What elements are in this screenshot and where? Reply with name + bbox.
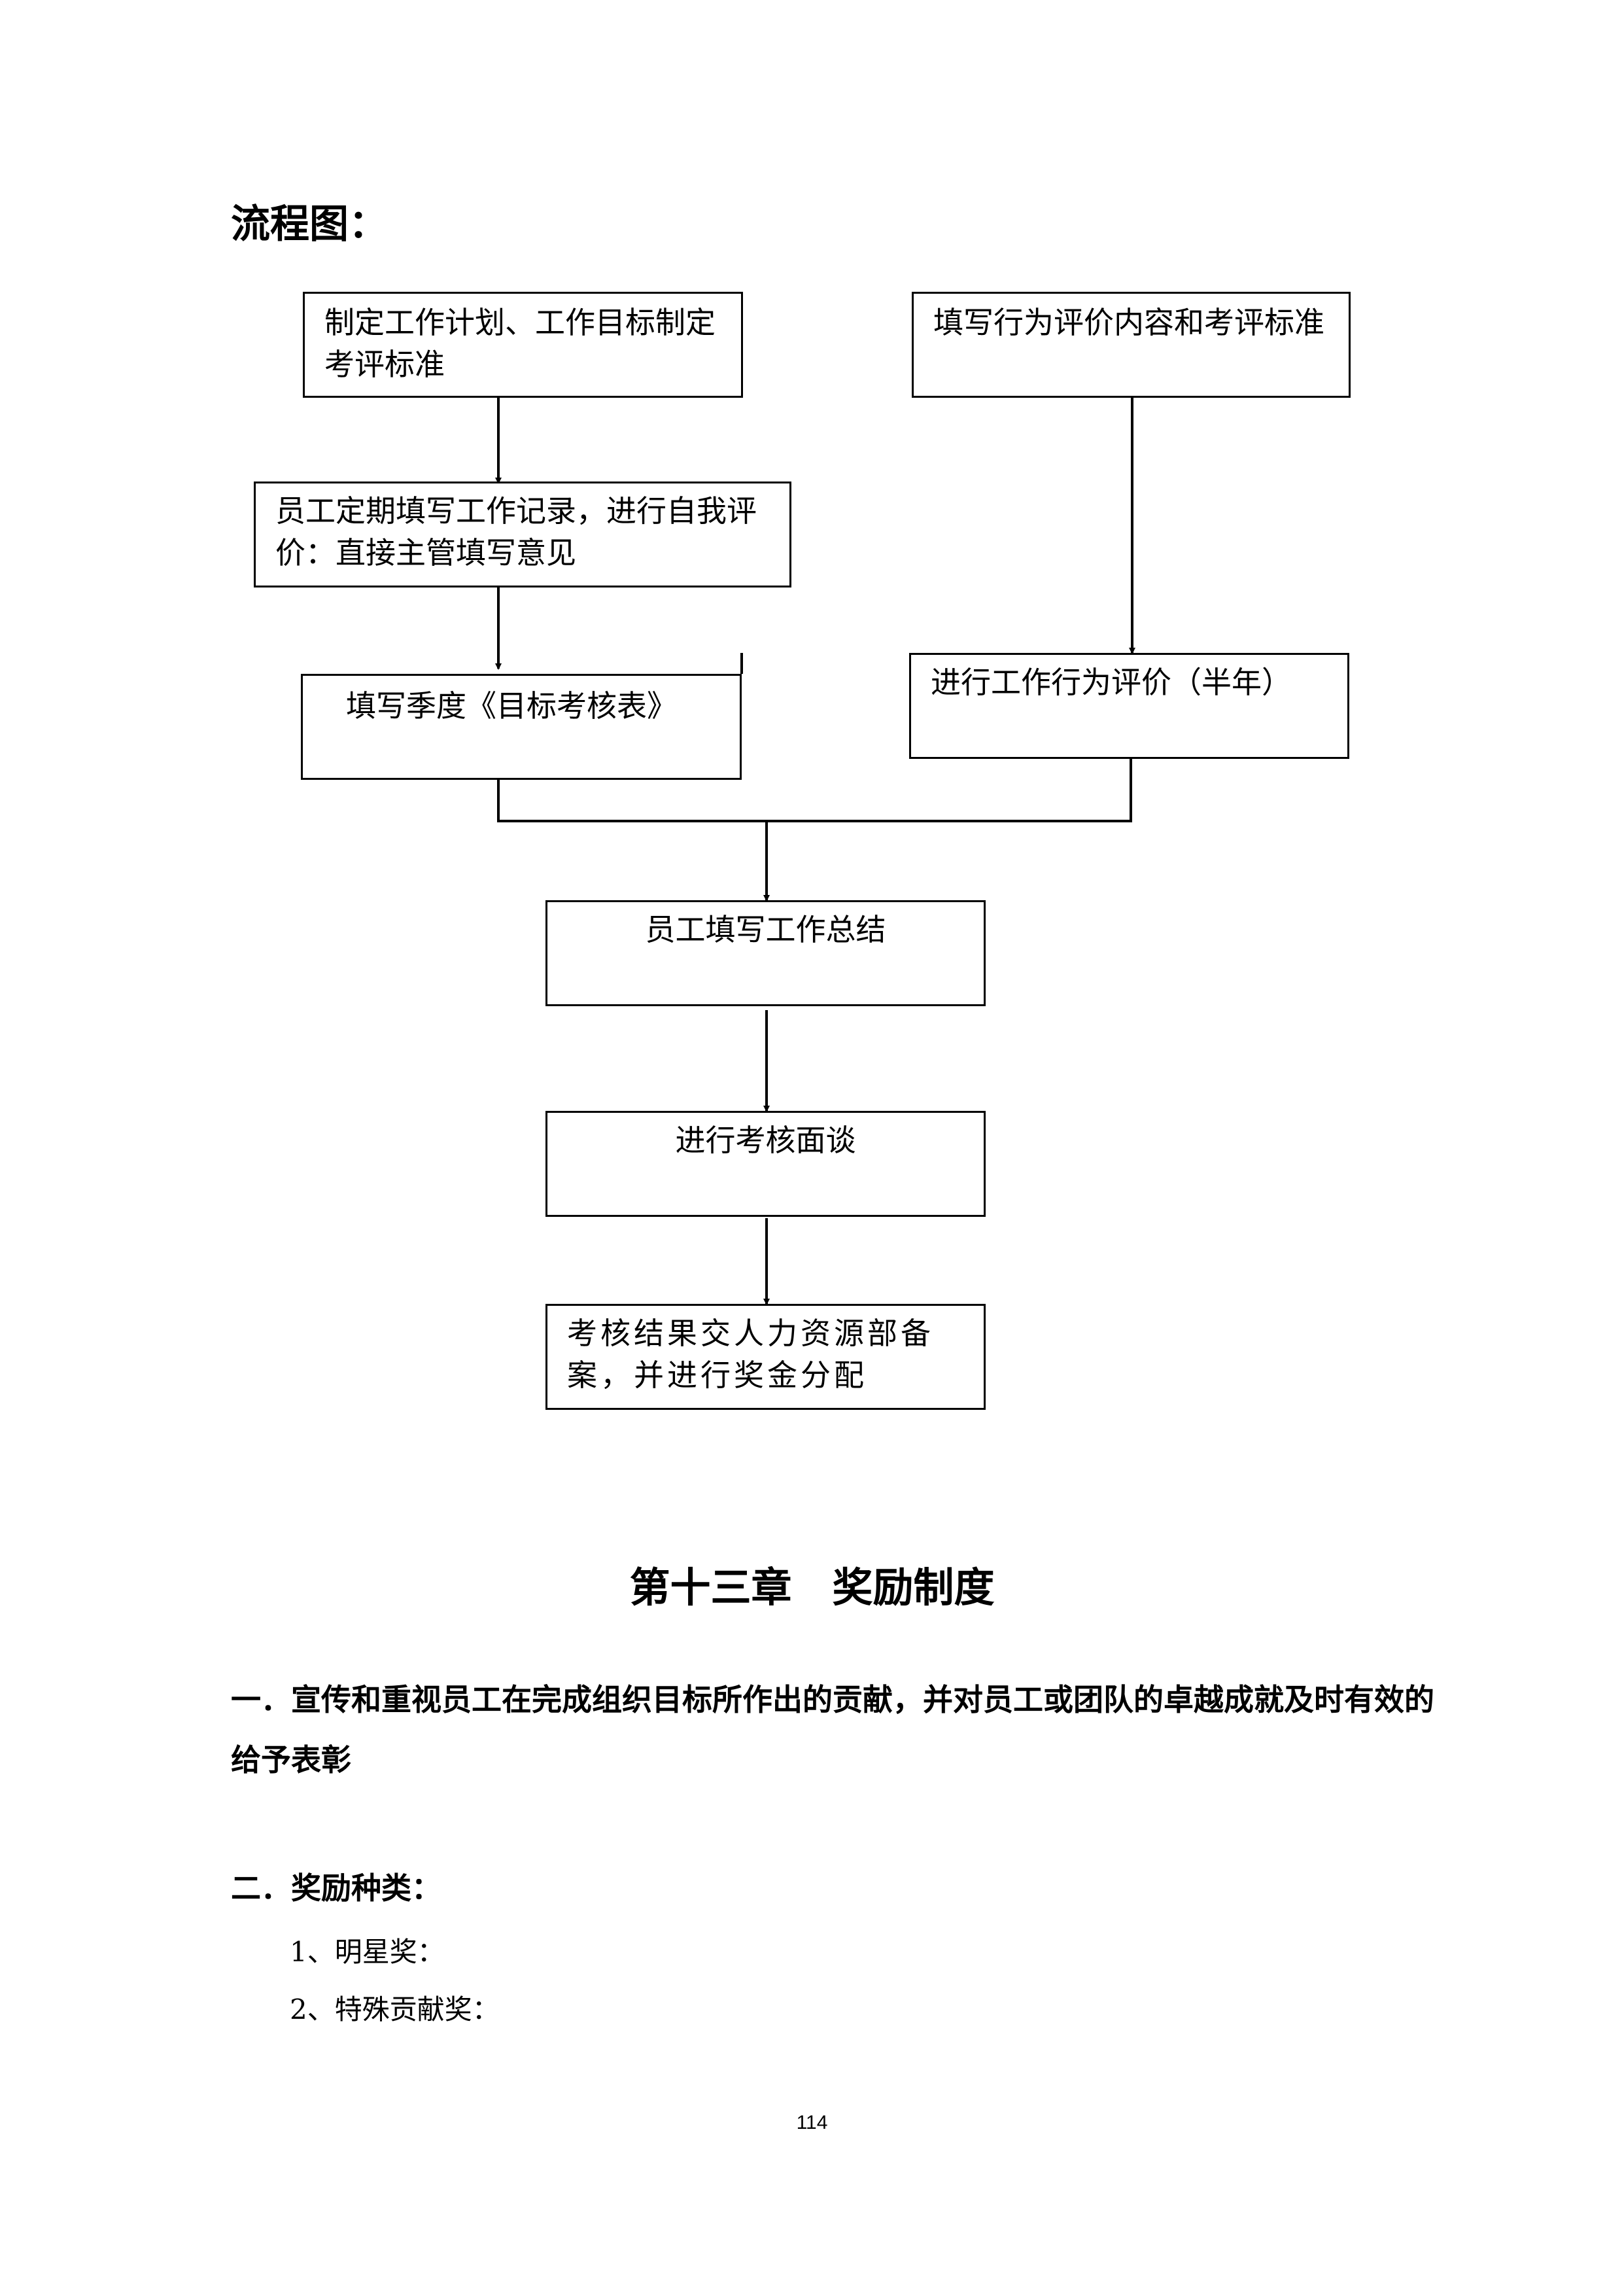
flow-box-result: 考核结果交人力资源部备案，并进行奖金分配 bbox=[545, 1304, 986, 1410]
flow-box-behavior-eval: 进行工作行为评价（半年） bbox=[909, 653, 1349, 759]
page-heading: 流程图： bbox=[231, 201, 388, 247]
flow-box-behavior-content-text: 填写行为评价内容和考评标准 bbox=[933, 305, 1324, 340]
merge-line bbox=[497, 758, 1132, 822]
flow-box-quarterly-text: 填写季度《目标考核表》 bbox=[346, 688, 677, 724]
flow-box-behavior-eval-text: 进行工作行为评价（半年） bbox=[931, 665, 1292, 700]
flowchart-connectors bbox=[495, 398, 1135, 1305]
section-1-text: 一．宣传和重视员工在完成组织目标所作出的贡献，并对员工或团队的卓越成就及时有效的… bbox=[231, 1682, 1434, 1778]
flow-box-result-text: 考核结果交人力资源部备案，并进行奖金分配 bbox=[567, 1316, 934, 1393]
flow-box-self-eval: 员工定期填写工作记录，进行自我评价：直接主管填写意见 bbox=[254, 482, 791, 587]
chapter-title: 第十三章 奖励制度 bbox=[629, 1564, 995, 1611]
flow-box-summary: 员工填写工作总结 bbox=[545, 900, 986, 1006]
flow-box-self-eval-text: 员工定期填写工作记录，进行自我评价：直接主管填写意见 bbox=[275, 493, 757, 570]
flow-box-plan-text: 制定工作计划、工作目标制定考评标准 bbox=[324, 305, 716, 382]
flow-box-plan: 制定工作计划、工作目标制定考评标准 bbox=[303, 292, 743, 398]
section-2-heading: 二．奖励种类： bbox=[231, 1870, 441, 1906]
page-number: 114 bbox=[796, 2112, 828, 2133]
flow-box-interview: 进行考核面谈 bbox=[545, 1111, 986, 1217]
flow-box-interview-text: 进行考核面谈 bbox=[675, 1123, 856, 1158]
flow-box-behavior-content: 填写行为评价内容和考评标准 bbox=[912, 292, 1351, 398]
award-item-1: 1、明星奖： bbox=[290, 1936, 445, 1968]
flow-box-summary-text: 员工填写工作总结 bbox=[645, 912, 886, 947]
flow-box-quarterly: 填写季度《目标考核表》 bbox=[301, 674, 742, 780]
award-item-2: 2、特殊贡献奖： bbox=[290, 1993, 500, 2025]
